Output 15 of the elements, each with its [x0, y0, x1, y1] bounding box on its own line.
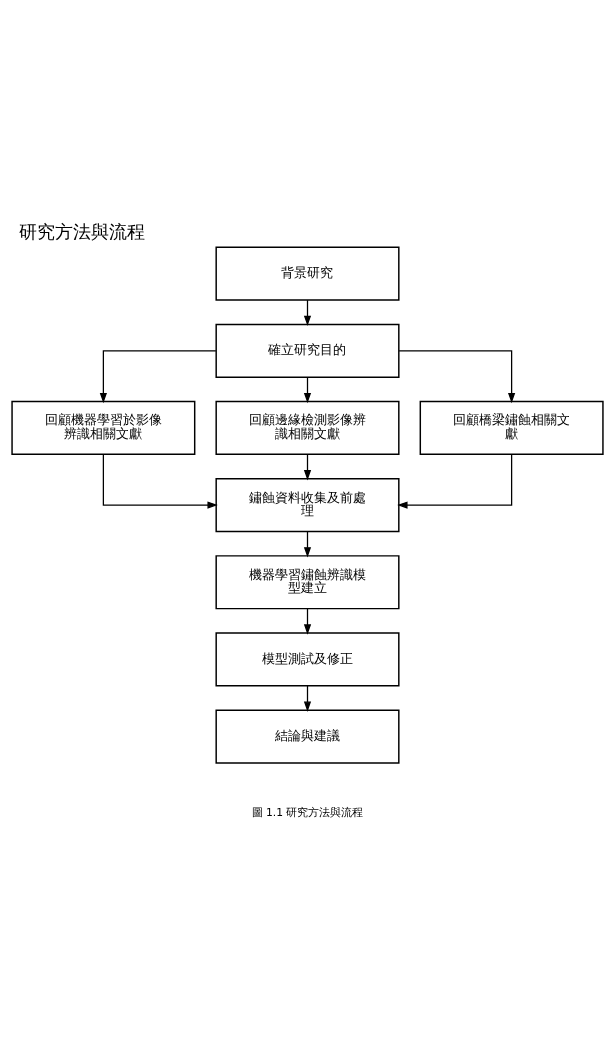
node-box: 回顧橋梁鏽蝕相關文獻 [419, 400, 604, 456]
arrow [99, 350, 217, 404]
node-box: 回顧機器學習於影像辨識相關文獻 [11, 400, 196, 456]
arrow [102, 453, 218, 509]
node-box: 回顧邊緣檢測影像辨識相關文獻 [215, 400, 400, 456]
node-box: 結論與建議 [215, 709, 400, 764]
arrow [398, 350, 516, 404]
diagram-title: 研究方法與流程 [18, 221, 145, 242]
node-box: 機器學習鏽蝕辨識模型建立 [215, 555, 400, 610]
node-box: 確立研究目的 [215, 323, 400, 378]
node-box: 鏽蝕資料收集及前處理 [215, 478, 400, 533]
node-box: 模型測試及修正 [215, 632, 400, 687]
caption: 圖 1.1 研究方法與流程 [251, 806, 364, 820]
node-box: 背景研究 [215, 246, 400, 301]
arrow [397, 453, 513, 509]
